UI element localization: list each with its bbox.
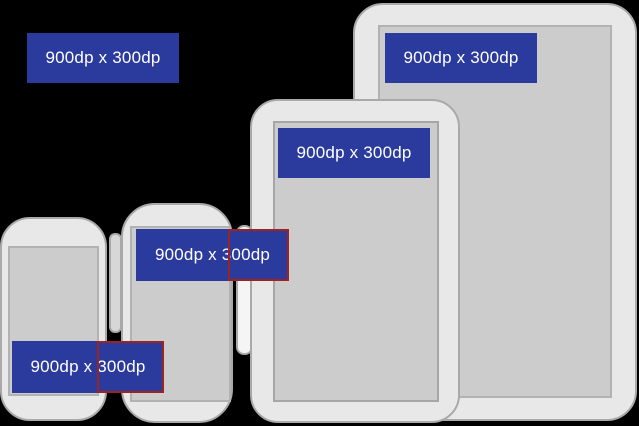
device-medium-tablet: 900dp x 300dp	[250, 99, 460, 423]
medium-tablet-banner: 900dp x 300dp	[278, 128, 430, 178]
reference-banner: 900dp x 300dp	[27, 33, 179, 83]
medium-tablet-banner-label: 900dp x 300dp	[296, 143, 412, 162]
large-tablet-banner-label: 900dp x 300dp	[403, 48, 519, 67]
medium-phone-banner: 900dp x 300dp	[136, 229, 289, 281]
medium-phone-banner-label: 900dp x 300dp	[154, 245, 271, 264]
small-phone-banner: 900dp x 300dp	[12, 341, 164, 393]
large-tablet-banner: 900dp x 300dp	[385, 33, 537, 83]
medium-phone-overflow-outline	[228, 229, 289, 281]
small-phone-overflow-outline	[97, 341, 164, 393]
reference-banner-label: 900dp x 300dp	[45, 48, 161, 67]
small-phone-banner-label: 900dp x 300dp	[30, 357, 146, 376]
